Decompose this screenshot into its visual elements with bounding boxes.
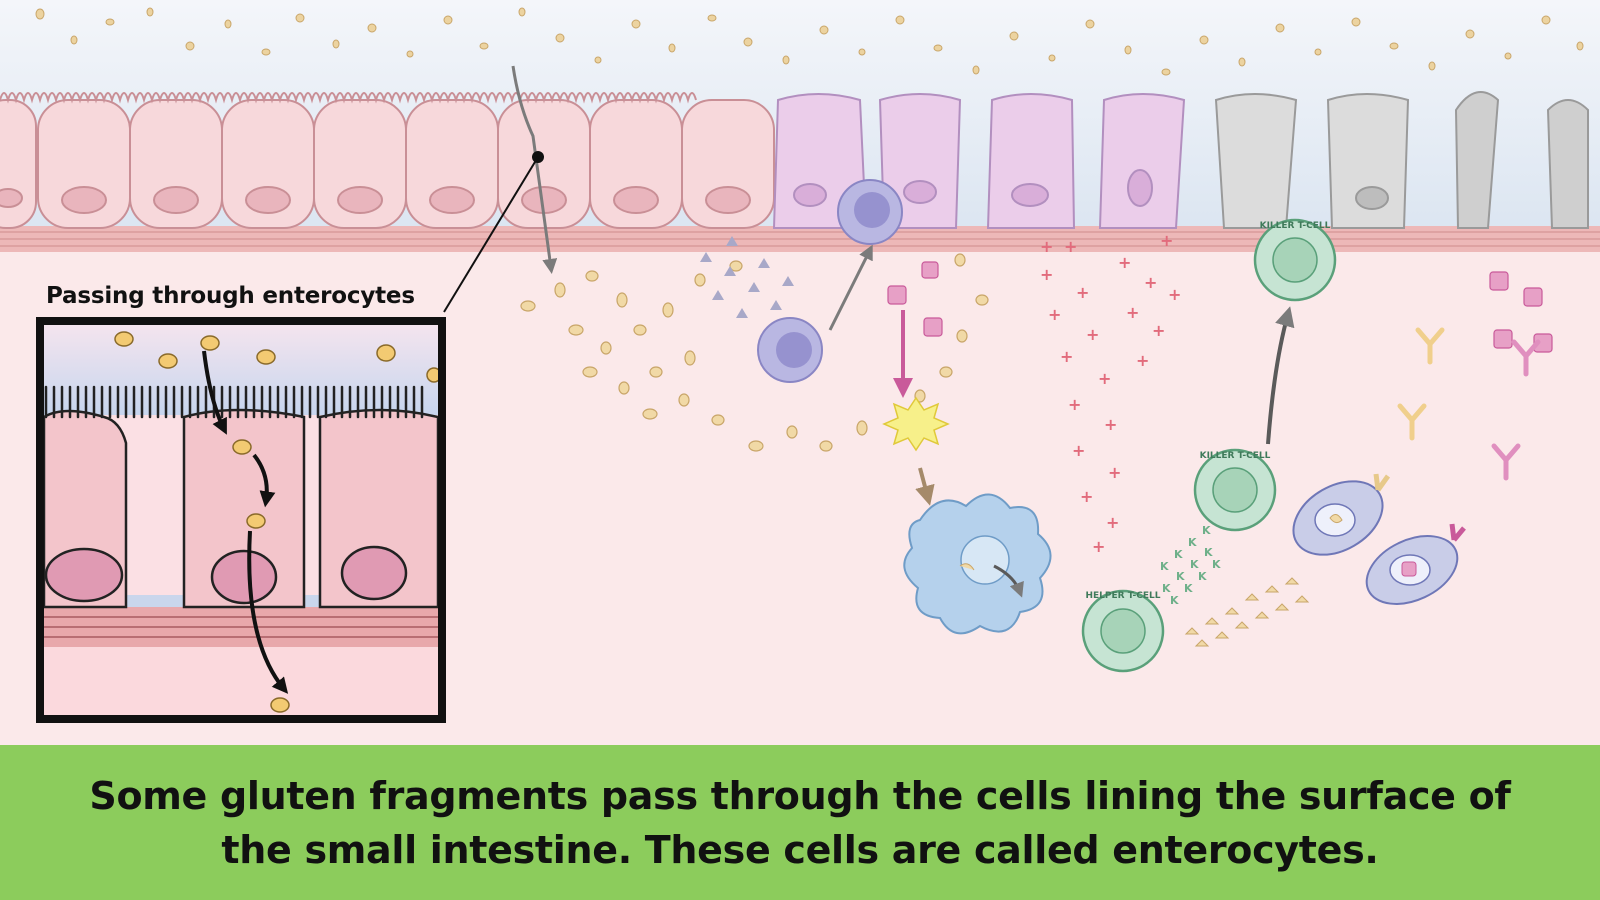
enterocyte bbox=[37, 99, 131, 229]
svg-text:+: + bbox=[1108, 463, 1121, 482]
enterocyte bbox=[0, 99, 37, 229]
killer-t-cell-label-bottom: KILLER T-CELL bbox=[1200, 451, 1271, 461]
svg-text:+: + bbox=[1080, 487, 1093, 506]
inset-enterocyte bbox=[182, 408, 306, 609]
gluten-fragments-lumen bbox=[35, 7, 1584, 76]
inset-illustration bbox=[44, 325, 438, 715]
immune-cell-purple-lower bbox=[757, 317, 823, 383]
helper-t-cell-label: HELPER T-CELL bbox=[1086, 591, 1161, 601]
svg-text:K: K bbox=[1198, 570, 1207, 583]
enterocyte bbox=[221, 99, 315, 229]
inset-panel bbox=[36, 317, 446, 723]
inset-title: Passing through enterocytes bbox=[46, 283, 415, 309]
svg-text:K: K bbox=[1202, 524, 1211, 537]
modification-burst bbox=[882, 396, 950, 452]
svg-text:K: K bbox=[1162, 582, 1171, 595]
svg-text:K: K bbox=[1212, 558, 1221, 571]
svg-text:+: + bbox=[1048, 305, 1061, 324]
svg-text:+: + bbox=[1136, 351, 1149, 370]
killer-t-cell-label-top: KILLER T-CELL bbox=[1260, 221, 1331, 231]
cytokine-crosses: ++++ ++++ ++++ ++++ ++++ ++ bbox=[1040, 231, 1181, 556]
inset-gluten-fragments bbox=[114, 331, 438, 713]
svg-text:+: + bbox=[1144, 273, 1157, 292]
inset-basement-membrane bbox=[44, 607, 438, 647]
helper-t-cell: HELPER T-CELL bbox=[1081, 589, 1165, 673]
enterocyte bbox=[681, 99, 775, 229]
svg-text:+: + bbox=[1160, 231, 1173, 250]
damaged-enterocyte bbox=[1098, 93, 1186, 229]
svg-text:K: K bbox=[1160, 560, 1169, 573]
dying-enterocyte bbox=[1546, 99, 1589, 229]
svg-text:+: + bbox=[1098, 369, 1111, 388]
dying-enterocyte bbox=[1454, 91, 1500, 229]
dying-enterocytes bbox=[1214, 91, 1589, 229]
killer-t-cell-arrow bbox=[1266, 306, 1295, 445]
inset-arrow-middle bbox=[252, 453, 276, 508]
svg-text:K: K bbox=[1174, 548, 1183, 561]
basement-membrane bbox=[0, 226, 1600, 252]
damaged-enterocyte bbox=[986, 93, 1076, 229]
gluten-fragments-tissue bbox=[520, 253, 989, 452]
svg-text:K: K bbox=[1170, 594, 1179, 607]
killer-t-cell-lower: KILLER T-CELL bbox=[1193, 448, 1277, 532]
svg-text:+: + bbox=[1106, 513, 1119, 532]
enterocyte-layer bbox=[0, 99, 775, 229]
caption-bar: Some gluten fragments pass through the c… bbox=[0, 745, 1600, 900]
plasma-cell-upper bbox=[1292, 473, 1391, 556]
svg-text:K: K bbox=[1190, 558, 1199, 571]
antibodies bbox=[1397, 327, 1541, 481]
svg-text:+: + bbox=[1168, 285, 1181, 304]
enterocyte bbox=[405, 99, 499, 229]
svg-text:K: K bbox=[1204, 546, 1213, 559]
svg-text:+: + bbox=[1072, 441, 1085, 460]
svg-text:+: + bbox=[1040, 237, 1053, 256]
inset-enterocyte bbox=[318, 408, 438, 609]
svg-text:+: + bbox=[1152, 321, 1165, 340]
plasma-cell-lower bbox=[1365, 523, 1466, 605]
fragment-path-arrow bbox=[511, 65, 558, 274]
signal-triangles bbox=[700, 236, 794, 318]
svg-text:K: K bbox=[1176, 570, 1185, 583]
dying-enterocyte bbox=[1214, 93, 1298, 229]
svg-text:+: + bbox=[1040, 265, 1053, 284]
migration-arrow bbox=[828, 244, 873, 331]
damaged-enterocytes bbox=[772, 93, 1186, 229]
svg-text:+: + bbox=[1060, 347, 1073, 366]
callout-pointer-line bbox=[443, 156, 539, 313]
dendritic-cell bbox=[903, 493, 1052, 635]
svg-text:+: + bbox=[1086, 325, 1099, 344]
svg-text:+: + bbox=[1064, 237, 1077, 256]
caption-line-2: the small intestine. These cells are cal… bbox=[221, 827, 1379, 872]
svg-text:K: K bbox=[1184, 582, 1193, 595]
damaged-enterocyte bbox=[878, 93, 962, 229]
immune-cell-purple-membrane bbox=[837, 179, 903, 245]
inset-arrow-exit bbox=[247, 530, 289, 694]
svg-text:+: + bbox=[1076, 283, 1089, 302]
svg-text:K: K bbox=[1188, 536, 1197, 549]
svg-text:+: + bbox=[1092, 537, 1105, 556]
svg-text:+: + bbox=[1068, 395, 1081, 414]
inset-enterocytes bbox=[44, 408, 438, 609]
svg-text:+: + bbox=[1126, 303, 1139, 322]
svg-text:+: + bbox=[1118, 253, 1131, 272]
plasma-signals bbox=[1184, 577, 1310, 647]
enterocyte bbox=[313, 99, 407, 229]
inset-enterocyte bbox=[44, 409, 128, 609]
inset-arrow-entry bbox=[202, 350, 227, 435]
microvilli-fringe bbox=[0, 92, 697, 104]
dying-enterocyte bbox=[1326, 93, 1410, 229]
transglutaminase-enzymes bbox=[887, 261, 1553, 353]
enterocyte bbox=[589, 99, 683, 229]
killer-t-cell-membrane: KILLER T-CELL bbox=[1253, 218, 1337, 302]
processing-arrow bbox=[915, 467, 935, 506]
presentation-arrow bbox=[993, 564, 1024, 598]
enterocyte bbox=[129, 99, 223, 229]
caption-line-1: Some gluten fragments pass through the c… bbox=[89, 773, 1511, 818]
svg-text:+: + bbox=[1104, 415, 1117, 434]
